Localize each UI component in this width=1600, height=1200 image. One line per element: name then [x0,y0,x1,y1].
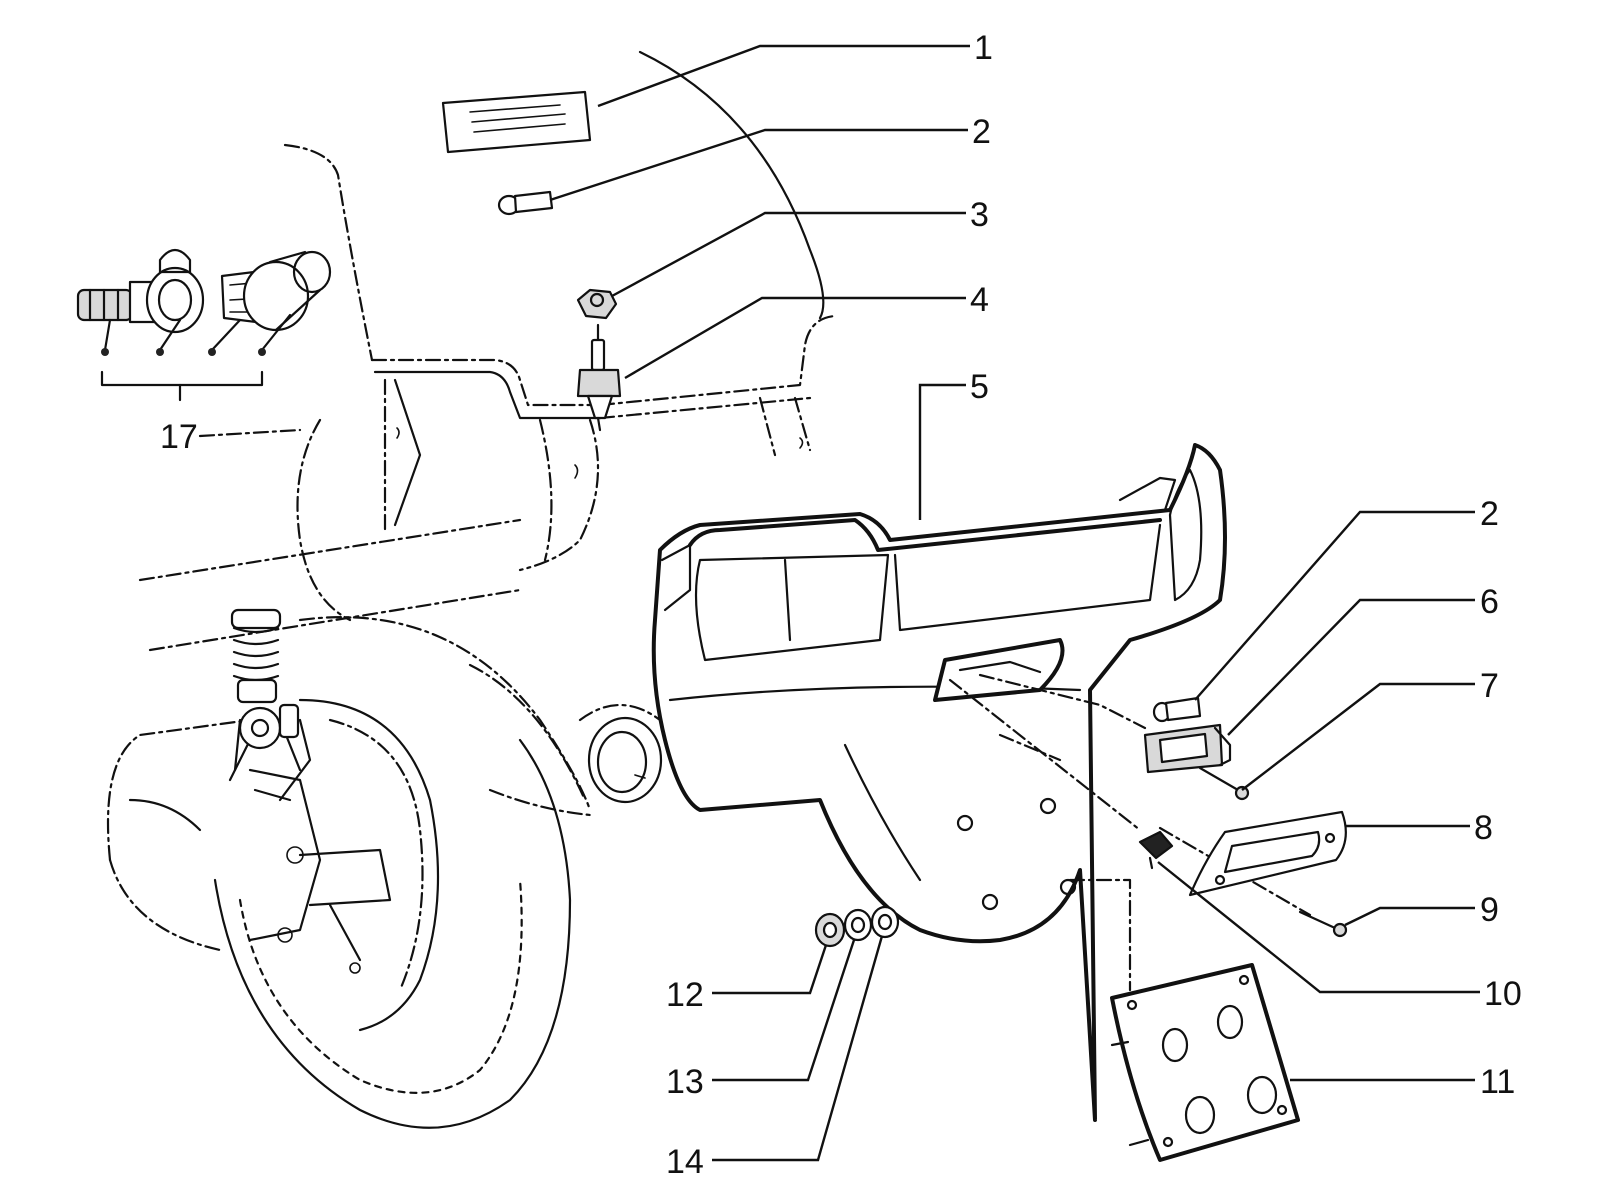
callout-3: 3 [970,196,989,234]
part-10-clip [1138,830,1174,870]
part-1-label-plate [441,90,592,154]
callout-12: 12 [666,976,704,1014]
part-4-switch [576,323,622,432]
part-3-nut [576,288,618,320]
callout-5: 5 [970,368,989,406]
callout-8: 8 [1474,809,1493,847]
leader-lines [549,44,1480,1162]
callout-2-top: 2 [972,113,991,151]
callout-7: 7 [1480,667,1499,705]
callout-11: 11 [1480,1063,1515,1101]
part-7-screw [1198,766,1250,801]
callout-4: 4 [970,281,989,319]
part-11-plate [1110,963,1300,1162]
callout-14: 14 [666,1143,704,1181]
part-17-socket-assembly [76,248,332,438]
callout-9: 9 [1480,891,1499,929]
part-5-rear-cowl [651,443,1312,1122]
callout-13: 13 [666,1063,704,1101]
callout-10: 10 [1484,975,1522,1013]
part-8-lens [1188,810,1347,897]
callout-2-right: 2 [1480,495,1499,533]
callout-6: 6 [1480,583,1499,621]
part-12-nut [814,912,846,948]
part-2-bulb-right [1152,696,1202,723]
callout-labels: 1 2 3 4 5 2 6 7 8 9 10 11 12 13 14 17 [160,29,1522,1181]
callout-1: 1 [974,29,993,67]
part-14-washer [870,905,900,939]
part-9-screw [1298,910,1348,938]
shock-absorber-icon [230,608,302,772]
callout-17: 17 [160,418,198,456]
scooter-body-outline [106,50,837,1129]
part-13-washer [843,908,873,942]
part-6-lamp-holder [1143,723,1232,774]
part-2-bulb-top [497,190,554,216]
